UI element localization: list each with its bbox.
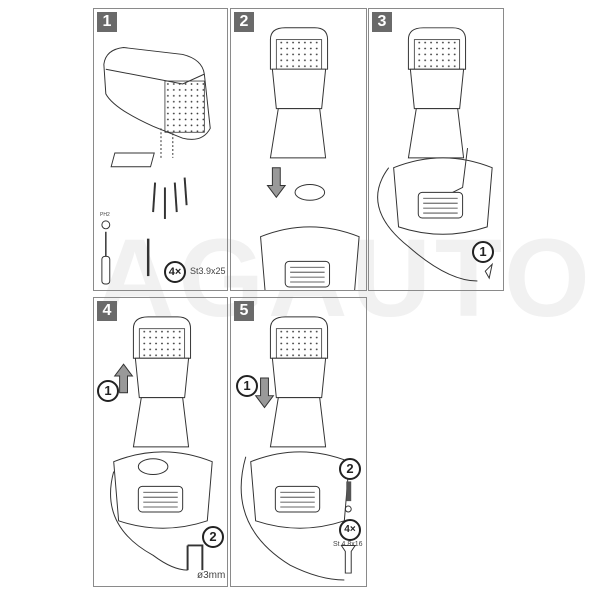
step-number: 4 <box>97 301 117 321</box>
substep-badge: 1 <box>472 241 494 263</box>
armrest-exploded-illustration <box>101 47 211 285</box>
step-number: 5 <box>234 301 254 321</box>
step-1-panel: 1 PH2 4× St3.9x25 <box>93 8 228 291</box>
armrest-adjust-illustration <box>110 316 213 571</box>
armrest-install-illustration <box>260 27 360 290</box>
step-number: 3 <box>372 12 392 32</box>
drill-size: ø3mm <box>197 570 226 581</box>
step-5-panel: 5 1 2 4× St 4.8x16 <box>230 297 367 587</box>
screw-spec: St3.9x25 <box>190 266 226 276</box>
quantity-badge: 4× <box>164 261 186 283</box>
substep-badge-2: 2 <box>202 526 224 548</box>
substep-badge-2: 2 <box>339 458 361 480</box>
bit-label: PH2 <box>100 212 110 218</box>
step-4-panel: 4 1 2 ø3mm <box>93 297 228 587</box>
substep-badge-1: 1 <box>236 375 258 397</box>
step-number: 2 <box>234 12 254 32</box>
quantity-badge: 4× <box>339 519 361 541</box>
armrest-final-screw-illustration <box>240 316 357 581</box>
armrest-fit-illustration <box>377 27 493 282</box>
screw-spec: St 4.8x16 <box>333 541 363 548</box>
substep-badge-1: 1 <box>97 380 119 402</box>
step-3-panel: 3 1 <box>368 8 504 291</box>
step-2-panel: 2 <box>230 8 367 291</box>
step-number: 1 <box>97 12 117 32</box>
